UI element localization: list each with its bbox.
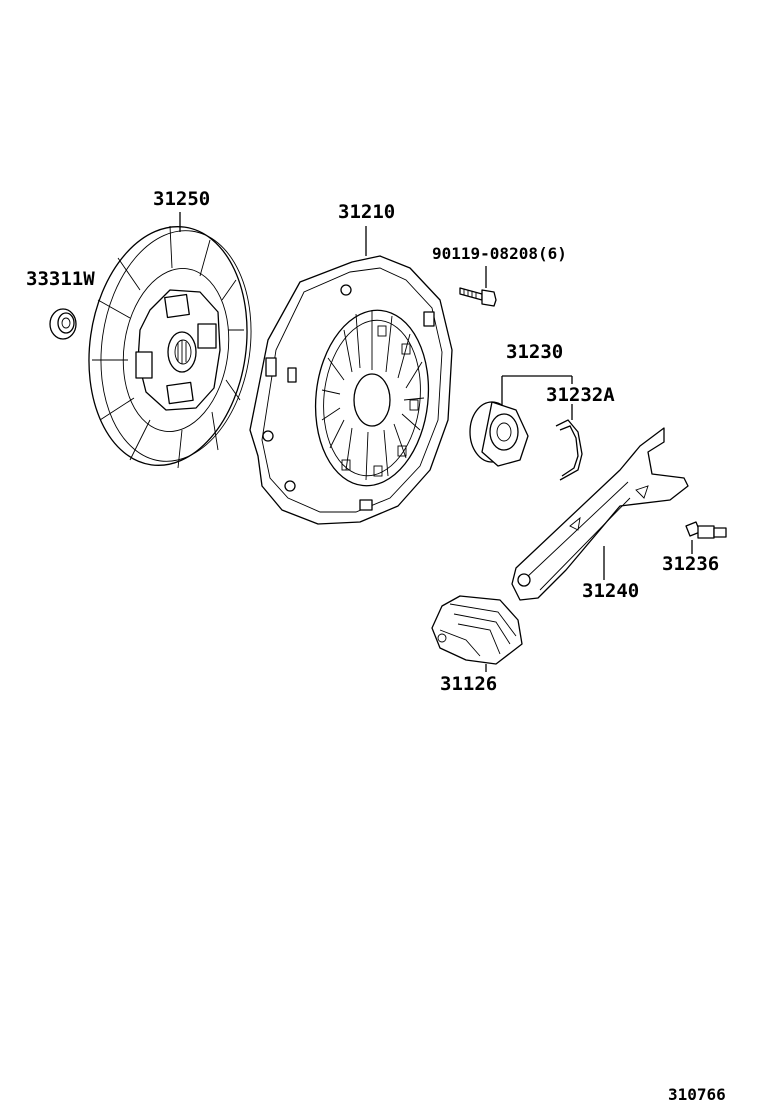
clutch-disc[interactable] (74, 216, 265, 475)
label-31126[interactable]: 31126 (440, 673, 497, 695)
release-bearing[interactable] (469, 401, 529, 467)
release-bearing-clip[interactable] (555, 419, 583, 481)
release-fork-pivot[interactable] (685, 521, 727, 539)
label-31236[interactable]: 31236 (662, 553, 719, 575)
diagram-code: 310766 (668, 1085, 726, 1104)
leader-31230 (501, 375, 573, 406)
label-31210[interactable]: 31210 (338, 201, 395, 223)
fork-boot[interactable] (431, 595, 523, 665)
label-31240[interactable]: 31240 (582, 580, 639, 602)
label-31250[interactable]: 31250 (153, 188, 210, 210)
cover-bolt[interactable] (459, 287, 497, 307)
label-90119-08208[interactable]: 90119-08208(6) (432, 244, 567, 263)
pilot-bearing[interactable] (49, 308, 77, 340)
label-31232a[interactable]: 31232A (546, 384, 615, 406)
label-31230[interactable]: 31230 (506, 341, 563, 363)
release-fork[interactable] (511, 427, 689, 601)
label-33311w[interactable]: 33311W (26, 268, 95, 290)
clutch-cover[interactable] (249, 255, 453, 525)
